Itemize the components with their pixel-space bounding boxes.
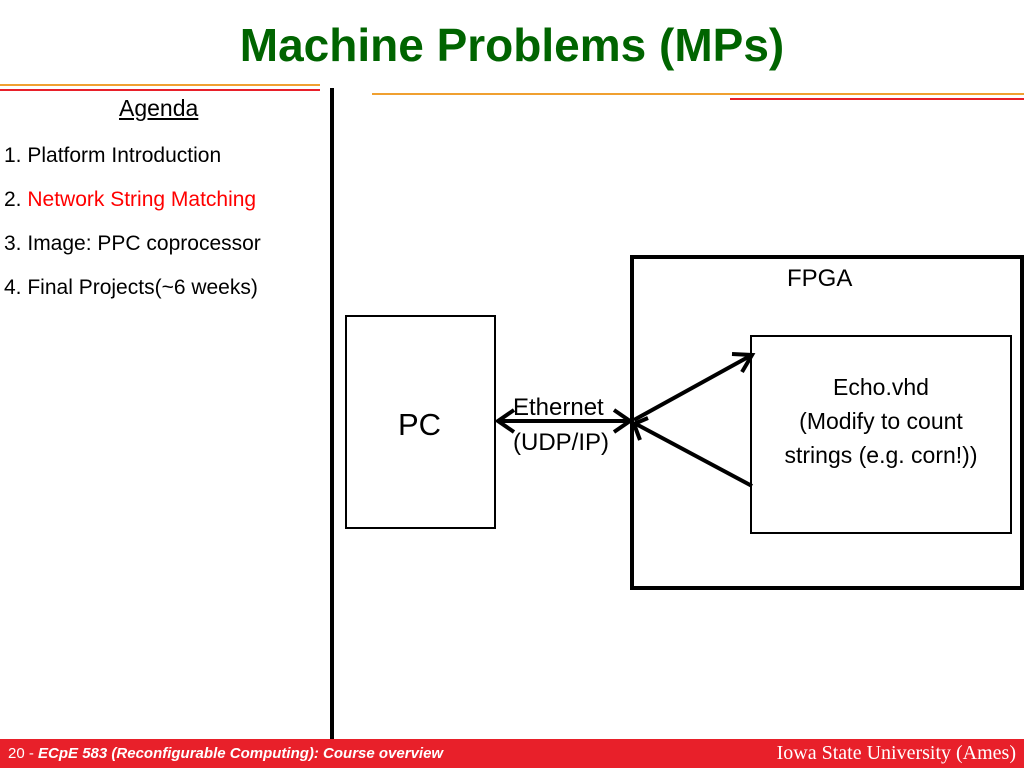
- page-number: 20: [8, 745, 25, 762]
- footer-separator: -: [24, 745, 39, 762]
- echo-box: [750, 335, 1012, 534]
- title-rule-top: [0, 84, 320, 86]
- ethernet-arrowhead-right: [612, 408, 634, 434]
- arrow-to-echo-head: [731, 352, 756, 374]
- title-rule-right-bottom: [730, 98, 1024, 100]
- agenda-item-text: Image: PPC coprocessor: [27, 232, 261, 255]
- pc-label: PC: [398, 407, 442, 442]
- agenda-item-number: 3.: [4, 232, 22, 255]
- agenda-heading: Agenda: [119, 95, 199, 121]
- agenda-item-number: 1.: [4, 144, 22, 167]
- ethernet-arrowhead-left: [494, 408, 516, 434]
- echo-line-3: strings (e.g. corn!)): [784, 442, 978, 468]
- fpga-label: FPGA: [787, 265, 853, 292]
- udp-ip-label: (UDP/IP): [513, 429, 609, 456]
- agenda-item-3: 3. Image: PPC coprocessor: [4, 232, 261, 256]
- course-title: ECpE 583 (Reconfigurable Computing): Cou…: [38, 745, 444, 762]
- echo-text: Echo.vhd (Modify to count strings (e.g. …: [752, 370, 1010, 472]
- ethernet-label: Ethernet: [513, 394, 604, 421]
- agenda-item-2: 2. Network String Matching: [4, 188, 256, 212]
- slide-title: Machine Problems (MPs): [239, 19, 785, 71]
- agenda-item-text: Platform Introduction: [27, 144, 222, 167]
- agenda-item-text: Final Projects(~6 weeks): [27, 276, 258, 299]
- title-rule-bottom: [0, 89, 320, 91]
- agenda-item-number: 4.: [4, 276, 22, 299]
- echo-line-1: Echo.vhd: [833, 374, 929, 400]
- pc-box: [345, 315, 496, 529]
- institution-name: Iowa State University (Ames): [776, 742, 1016, 764]
- agenda-item-number: 2.: [4, 188, 22, 211]
- vertical-divider: [330, 88, 334, 739]
- echo-line-2: (Modify to count: [799, 408, 963, 434]
- footer-bar: 20 - ECpE 583 (Reconfigurable Computing)…: [0, 739, 1024, 768]
- arrow-from-echo: [635, 422, 753, 488]
- agenda-item-text-highlight: Network String Matching: [27, 188, 257, 211]
- agenda-item-4: 4. Final Projects(~6 weeks): [4, 276, 258, 300]
- arrow-from-echo-head: [631, 416, 649, 441]
- footer-left: 20 - ECpE 583 (Reconfigurable Computing)…: [8, 745, 443, 762]
- arrow-to-echo: [633, 354, 751, 422]
- title-rule-right-top: [372, 93, 1024, 95]
- agenda-item-1: 1. Platform Introduction: [4, 144, 221, 168]
